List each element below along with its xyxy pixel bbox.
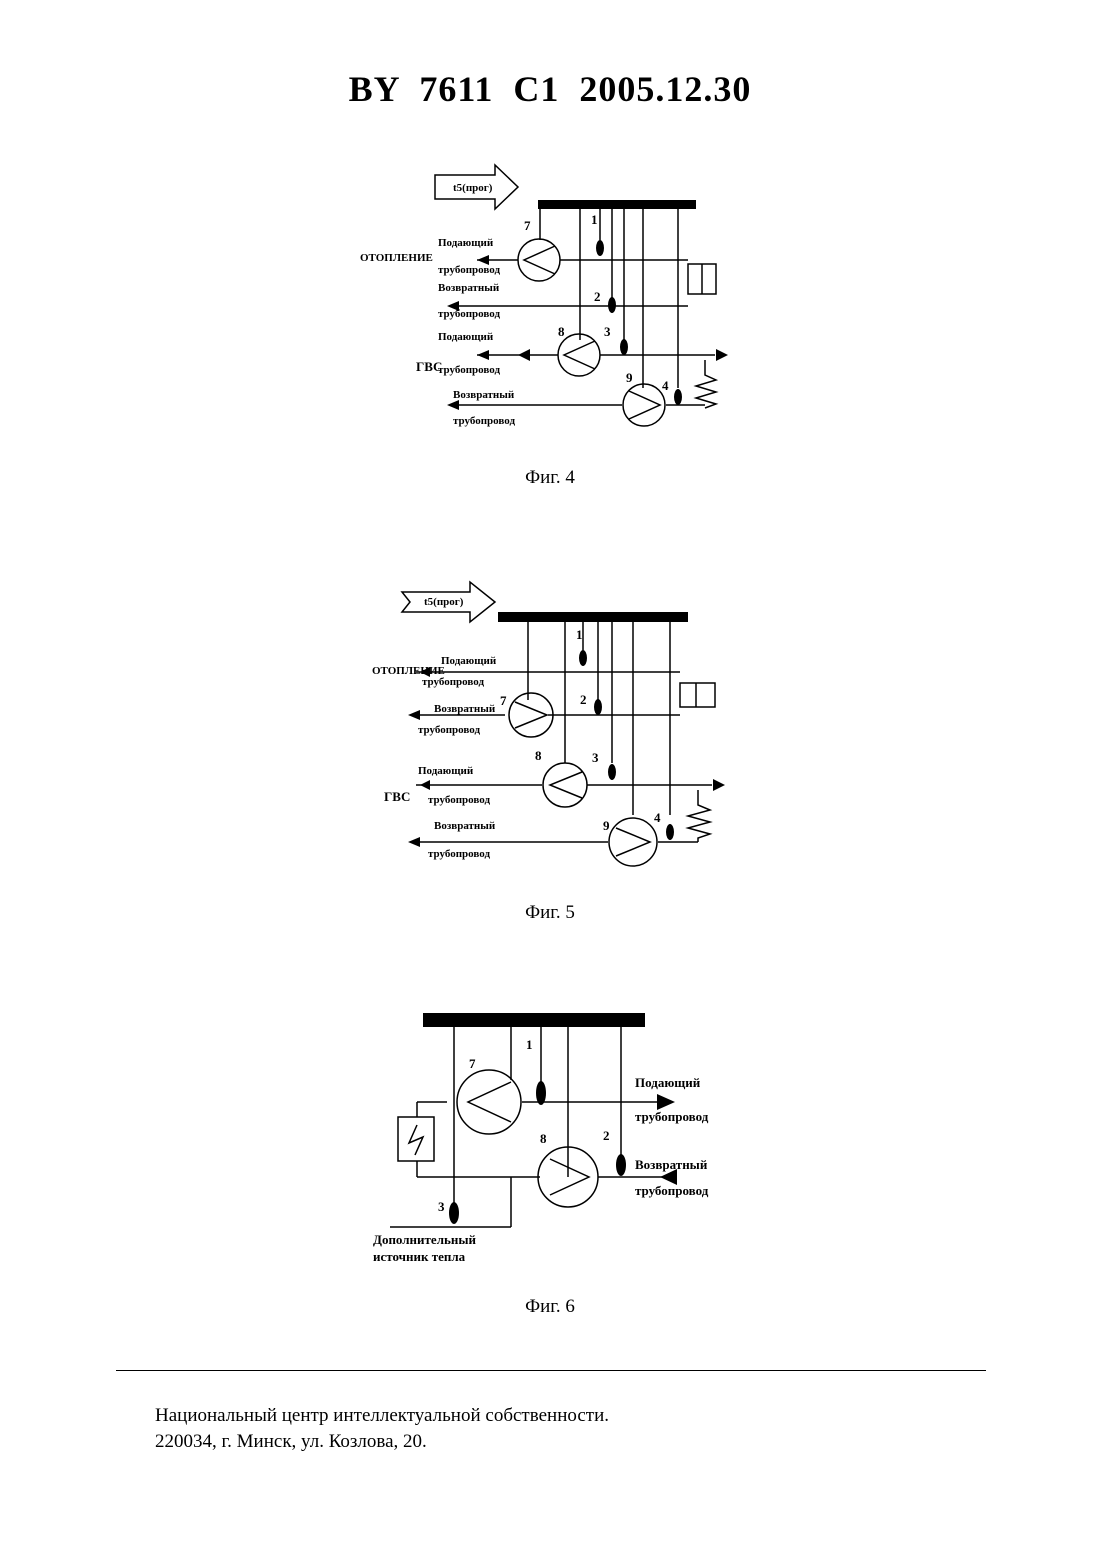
- num-1-6: 1: [526, 1037, 533, 1052]
- sensor-3: [620, 339, 628, 355]
- num-1-5: 1: [576, 627, 583, 642]
- top-bus: [538, 200, 696, 209]
- num-7: 7: [524, 218, 531, 233]
- num-2-5: 2: [580, 692, 587, 707]
- label-return-bottom-5: трубопровод: [418, 724, 480, 736]
- figure-5-caption: Фиг. 5: [0, 902, 1100, 924]
- heat-coil: [696, 360, 716, 408]
- figure-4-diagram: t5(прог) ОТОПЛЕНИЕ ГВС Подающий трубопро…: [350, 160, 750, 450]
- num-2: 2: [594, 289, 601, 304]
- label-gvs-return-top: Возвратный: [453, 389, 515, 401]
- footer-divider: [116, 1370, 986, 1371]
- label-gvs-return-bottom-5: трубопровод: [428, 848, 490, 860]
- num-3-6: 3: [438, 1199, 445, 1214]
- label-supply-top-5: Подающий: [441, 655, 497, 667]
- num-3-5: 3: [592, 750, 599, 765]
- label-supply-top: Подающий: [438, 237, 494, 249]
- sensor-4: [674, 389, 682, 405]
- label-gvs-return-bottom: трубопровод: [453, 415, 515, 427]
- label-supply-bottom-5: трубопровод: [422, 676, 484, 688]
- label-extra-bottom: источник тепла: [373, 1249, 466, 1264]
- label-heating: ОТОПЛЕНИЕ: [360, 252, 433, 264]
- num-7-6: 7: [469, 1056, 476, 1071]
- footer-line-2: 220034, г. Минск, ул. Козлова, 20.: [155, 1429, 609, 1455]
- label-return-bottom: трубопровод: [438, 308, 500, 320]
- label-supply-bottom-6: трубопровод: [635, 1109, 709, 1124]
- patent-header: BY 7611 C1 2005.12.30: [0, 68, 1100, 110]
- num-9-5: 9: [603, 818, 610, 833]
- figure-6-diagram: Подающий трубопровод Возвратный трубопро…: [365, 1005, 735, 1275]
- label-gvs-supply-top: Подающий: [438, 331, 494, 343]
- figure-4-caption: Фиг. 4: [0, 467, 1100, 489]
- label-supply-top-6: Подающий: [635, 1075, 701, 1090]
- label-gvs-return-top-5: Возвратный: [434, 820, 496, 832]
- figure-5-diagram: t5(прог) ОТОПЛЕНИЕ ГВС Подающий трубопро…: [350, 580, 750, 880]
- num-7-5: 7: [500, 693, 507, 708]
- footer-line-1: Национальный центр интеллектуальной собс…: [155, 1403, 609, 1429]
- num-4-5: 4: [654, 810, 661, 825]
- num-8-5: 8: [535, 748, 542, 763]
- label-extra-top: Дополнительный: [373, 1232, 477, 1247]
- sensor-2: [608, 297, 616, 313]
- t5-label-5: t5(прог): [424, 596, 464, 608]
- label-gvs-supply-bottom: трубопровод: [438, 364, 500, 376]
- num-8-6: 8: [540, 1131, 547, 1146]
- label-gvs-supply-top-5: Подающий: [418, 765, 474, 777]
- num-2-6: 2: [603, 1128, 610, 1143]
- num-8: 8: [558, 324, 565, 339]
- footer: Национальный центр интеллектуальной собс…: [155, 1403, 609, 1455]
- num-9: 9: [626, 370, 633, 385]
- label-gvs-supply-bottom-5: трубопровод: [428, 794, 490, 806]
- label-return-top-5: Возвратный: [434, 703, 496, 715]
- label-return-bottom-6: трубопровод: [635, 1183, 709, 1198]
- num-3: 3: [604, 324, 611, 339]
- label-supply-bottom: трубопровод: [438, 264, 500, 276]
- sensor-1: [596, 240, 604, 256]
- figure-6-caption: Фиг. 6: [0, 1296, 1100, 1318]
- label-dhw-5: ГВС: [384, 789, 410, 804]
- num-1: 1: [591, 212, 598, 227]
- label-return-top-6: Возвратный: [635, 1157, 708, 1172]
- t5-label: t5(прог): [453, 182, 493, 194]
- num-4: 4: [662, 378, 669, 393]
- label-return-top: Возвратный: [438, 282, 500, 294]
